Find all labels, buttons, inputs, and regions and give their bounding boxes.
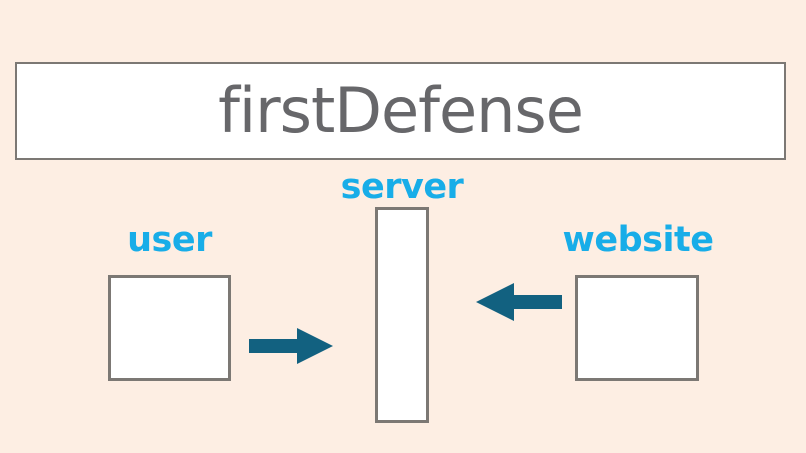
- node-box-website: [575, 275, 699, 381]
- page-title: firstDefense: [218, 74, 584, 147]
- node-box-server: [375, 207, 429, 423]
- node-label-website: website: [562, 220, 714, 260]
- node-box-user: [108, 275, 231, 381]
- arrow-left-icon-website-to-server: [476, 283, 562, 321]
- node-label-user: user: [127, 220, 212, 260]
- title-banner: firstDefense: [15, 62, 786, 160]
- arrow-right-icon-user-to-server: [249, 328, 333, 364]
- node-label-server: server: [340, 167, 464, 207]
